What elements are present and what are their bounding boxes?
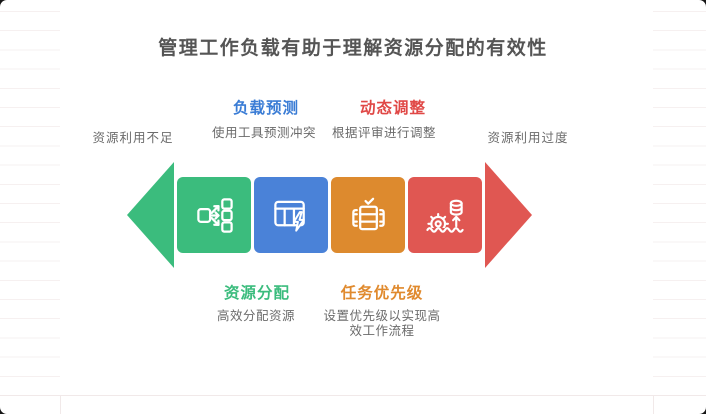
load-forecast-subtext: 使用工具预测冲突	[211, 126, 317, 140]
load-forecast-segment	[254, 177, 328, 253]
branch-allocation-icon	[193, 194, 236, 237]
underutilized-label: 资源利用不足	[92, 131, 174, 145]
resource-allocation-heading: 资源分配	[223, 285, 291, 302]
task-priority-subtext: 设置优先级以实现高效工作流程	[323, 309, 441, 339]
process-arrow	[127, 162, 532, 268]
resource-allocation-subtext: 高效分配资源	[216, 309, 296, 323]
overload-segment	[408, 177, 482, 253]
sheet-gridline-vertical	[653, 396, 654, 414]
resource-allocation-segment	[177, 177, 251, 253]
task-priority-segment	[331, 177, 405, 253]
sheet-gridline-horizontal	[0, 395, 706, 396]
dynamic-adjust-heading: 动态调整	[359, 100, 427, 117]
task-priority-heading: 任务优先级	[340, 285, 424, 302]
diagram-title: 管理工作负载有助于理解资源分配的有效性	[158, 38, 548, 59]
sheet-gridline-vertical	[60, 396, 61, 414]
load-forecast-heading: 负载预测	[232, 100, 300, 117]
overutilized-label: 资源利用过度	[487, 131, 569, 145]
sheet-gridlines-right	[653, 11, 706, 395]
arrow-head-left	[127, 162, 174, 268]
dynamic-adjust-subtext: 根据评审进行调整	[331, 126, 437, 140]
sheet-gridlines-left	[0, 11, 60, 395]
arrow-head-right	[485, 162, 532, 268]
sinking-gear-database-icon	[424, 194, 467, 237]
table-lightning-icon	[270, 194, 313, 237]
checked-task-stack-icon	[347, 194, 390, 237]
